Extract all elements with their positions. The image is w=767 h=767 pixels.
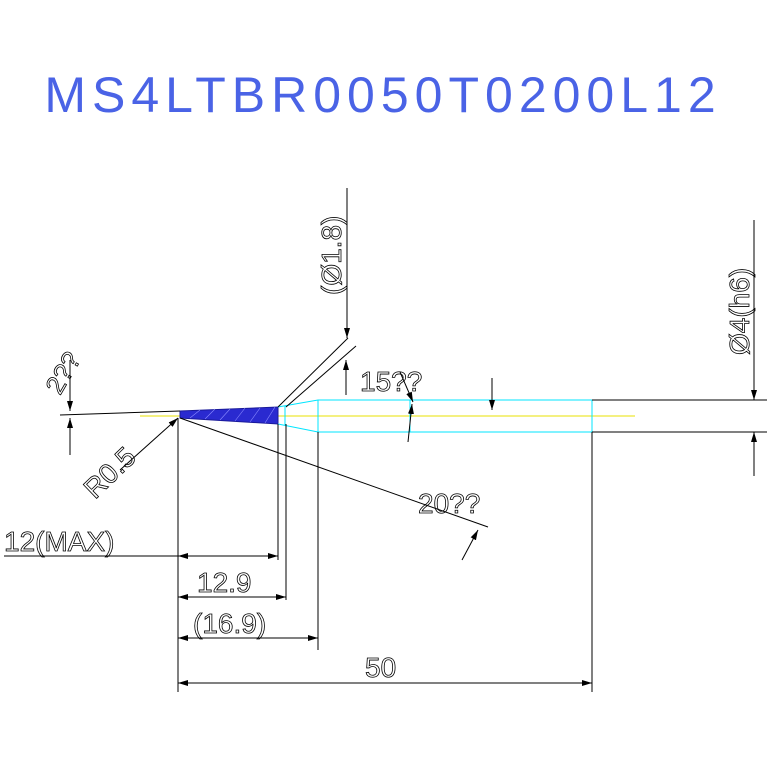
relief-angle-label: 20?? [418, 488, 480, 519]
taper-angle-label: 15?? [360, 366, 422, 397]
corner-radius-label: R0.5 [78, 441, 142, 504]
neck-length-label: (16.9) [193, 608, 266, 639]
shank-diameter-label: Ø4(h6) [724, 268, 755, 355]
neck-diameter-label: (Ø1.8) [316, 216, 347, 295]
edge-angle-label: 2?? [39, 346, 87, 399]
shank-outline [592, 399, 767, 433]
dimension-lines [4, 188, 757, 692]
cutting-edge [179, 406, 279, 425]
max-length-label: 12(MAX) [4, 526, 114, 557]
overall-length-label: 50 [365, 652, 396, 683]
drawing-title: MS4LTBR0050T0200L12 [44, 67, 721, 123]
flute-length-label: 12.9 [197, 567, 252, 598]
